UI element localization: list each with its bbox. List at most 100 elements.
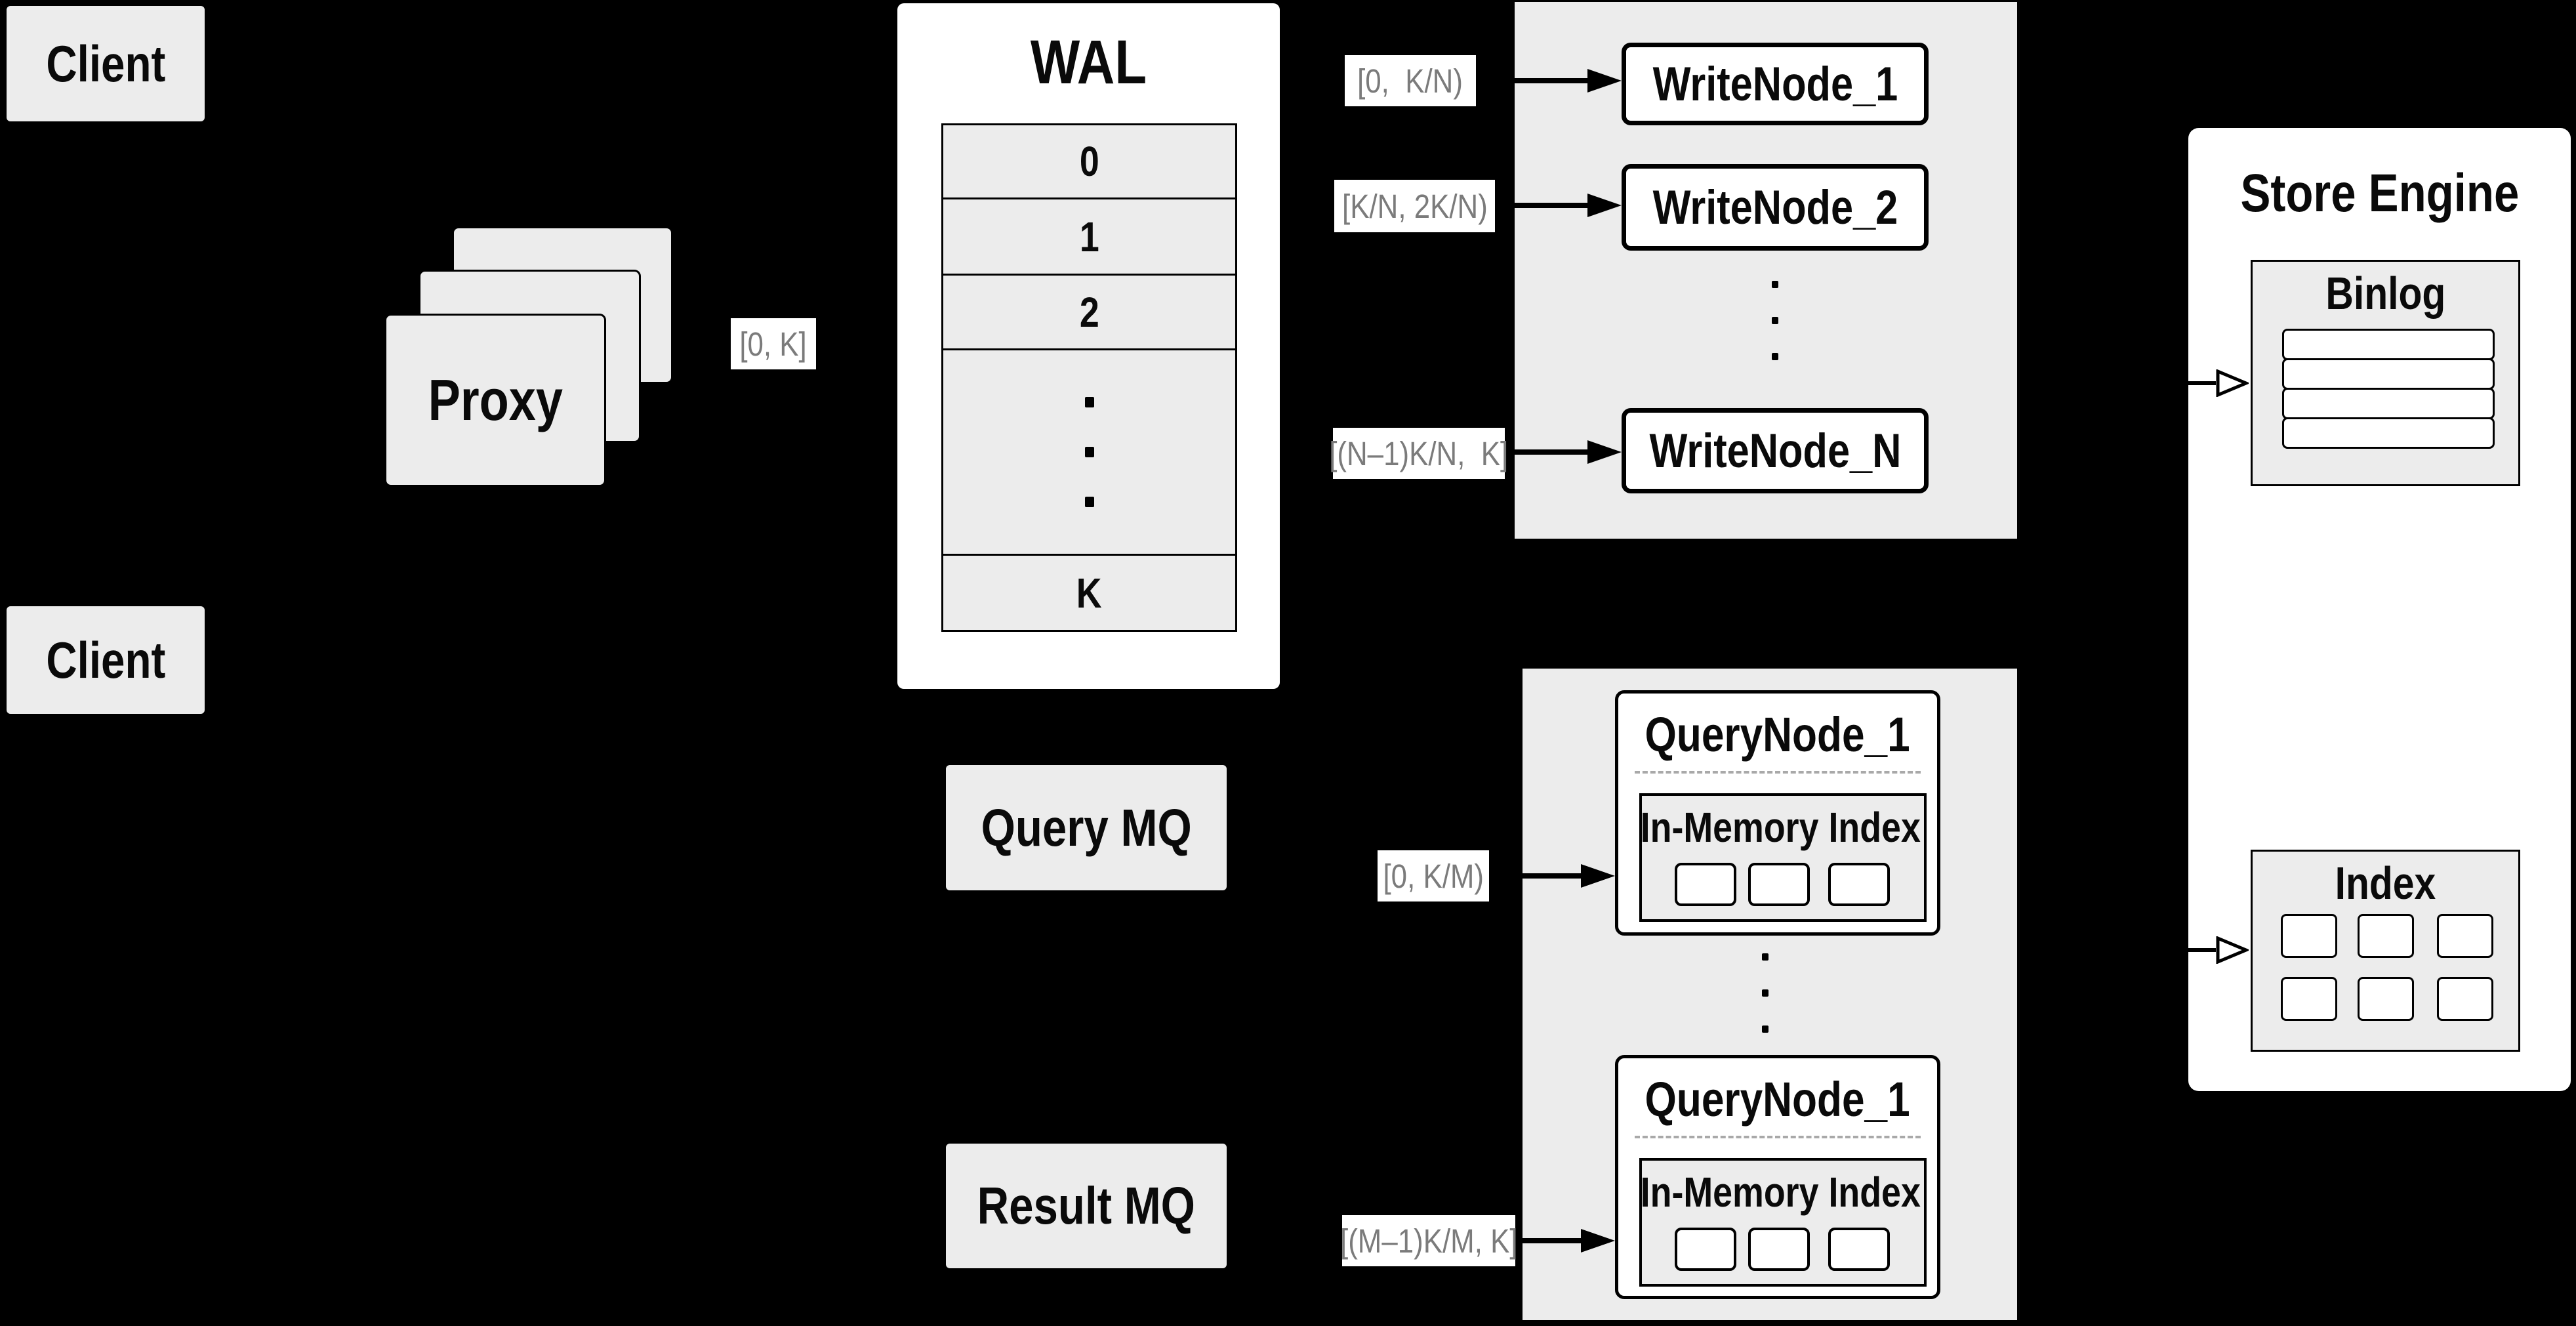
- query-node-1-box: QueryNode_1 In-Memory Index: [1615, 690, 1940, 936]
- dot-icon: [1084, 397, 1094, 407]
- wal-segment-k: K: [943, 554, 1235, 630]
- range-label-write-node-2: [K/N, 2K/N): [1334, 180, 1495, 232]
- range-label-query-node-m: [(M–1)K/M, K]: [1339, 1215, 1518, 1266]
- index-segment-cell: [2358, 977, 2414, 1021]
- dot-icon: [1772, 353, 1778, 360]
- wal-segment-1: 1: [943, 197, 1235, 274]
- proxy-label: Proxy: [428, 367, 563, 432]
- proxy-box: Proxy: [384, 314, 606, 487]
- dot-icon: [1762, 1026, 1768, 1033]
- store-engine-title: Store Engine: [2188, 154, 2571, 233]
- arrow-line-write-node-1: [1477, 78, 1587, 83]
- result-mq-label: Result MQ: [977, 1176, 1196, 1235]
- client-box-bottom: Client: [5, 605, 206, 715]
- wal-container: WAL 0 1 2 K: [897, 3, 1280, 689]
- index-segment-cell: [2281, 977, 2337, 1021]
- write-node-2-label: WriteNode_2: [1652, 180, 1898, 234]
- range-label-query-node-1: [0, K/M): [1378, 850, 1489, 901]
- index-segment-cell: [1748, 1228, 1810, 1271]
- dot-icon: [1772, 281, 1778, 288]
- wal-title: WAL: [897, 20, 1280, 105]
- wal-title-text: WAL: [1030, 27, 1147, 97]
- arrow-head-write-node-1: [1587, 69, 1622, 93]
- range-label-write-node-1: [0, K/N): [1345, 55, 1476, 106]
- query-node-m-in-memory-index: In-Memory Index: [1639, 1158, 1927, 1287]
- wal-segment-1-text: 1: [1079, 213, 1099, 260]
- arrow-head-index-hollow: [2216, 936, 2249, 964]
- binlog-row: [2282, 358, 2495, 390]
- arrow-line-query-node-m: [1517, 1238, 1581, 1243]
- index-title-text: Index: [2335, 858, 2436, 909]
- dot-icon: [1084, 447, 1094, 457]
- arrow-head-binlog-hollow: [2216, 369, 2249, 397]
- query-node-m-title: QueryNode_1: [1618, 1067, 1937, 1130]
- query-mq-label: Query MQ: [981, 798, 1192, 857]
- index-segment-cell: [1828, 1228, 1890, 1271]
- write-node-1-box: WriteNode_1: [1622, 43, 1929, 125]
- wal-segment-2: 2: [943, 274, 1235, 348]
- index-segment-cell: [2281, 914, 2337, 958]
- wal-segment-2-text: 2: [1079, 288, 1099, 336]
- wal-segment-ellipsis-cell: [943, 348, 1235, 554]
- write-node-2-box: WriteNode_2: [1622, 164, 1929, 251]
- range-label-proxy-out: [0, K]: [731, 318, 816, 369]
- index-segment-cell: [1748, 863, 1810, 906]
- binlog-box: Binlog: [2251, 260, 2520, 486]
- range-label-query-node-1-text: [0, K/M): [1383, 857, 1484, 895]
- query-mq-box: Query MQ: [946, 765, 1227, 890]
- in-memory-index-title: In-Memory Index: [1640, 798, 1921, 856]
- query-node-m-separator: [1635, 1136, 1921, 1138]
- result-mq-box: Result MQ: [946, 1144, 1227, 1268]
- arrow-head-write-node-n: [1587, 440, 1622, 464]
- in-memory-index-title-text: In-Memory Index: [1640, 804, 1921, 851]
- binlog-row: [2282, 417, 2495, 449]
- binlog-title: Binlog: [2253, 264, 2518, 322]
- arrow-head-write-node-2: [1587, 194, 1622, 217]
- index-segment-cell: [2437, 977, 2493, 1021]
- write-node-ellipsis-dots: [1772, 281, 1778, 360]
- arrow-line-binlog: [2188, 381, 2216, 385]
- binlog-title-text: Binlog: [2325, 268, 2445, 319]
- wal-segment-k-text: K: [1076, 569, 1102, 617]
- arrow-line-write-node-n: [1507, 449, 1587, 455]
- index-box: Index: [2251, 850, 2520, 1052]
- dot-icon: [1762, 953, 1768, 961]
- query-node-m-title-text: QueryNode_1: [1645, 1071, 1911, 1127]
- range-label-write-node-2-text: [K/N, 2K/N): [1341, 187, 1488, 225]
- dot-icon: [1772, 317, 1778, 324]
- range-label-write-node-1-text: [0, K/N): [1357, 62, 1463, 100]
- wal-segment-table: 0 1 2 K: [941, 123, 1237, 632]
- arrow-head-query-node-1: [1581, 864, 1615, 888]
- query-node-1-title-text: QueryNode_1: [1645, 707, 1911, 762]
- wal-ellipsis-dots: [1084, 397, 1094, 507]
- client-bottom-label: Client: [45, 631, 165, 689]
- binlog-row: [2282, 388, 2495, 419]
- store-engine-title-text: Store Engine: [2240, 163, 2519, 223]
- query-node-1-title: QueryNode_1: [1618, 703, 1937, 766]
- arrow-line-write-node-2: [1497, 203, 1587, 208]
- binlog-row: [2282, 329, 2495, 360]
- query-node-ellipsis-dots: [1762, 953, 1768, 1033]
- dot-icon: [1084, 497, 1094, 507]
- in-memory-index-title-text: In-Memory Index: [1640, 1169, 1921, 1216]
- range-label-write-node-n: [(N–1)K/N, K]: [1330, 428, 1508, 479]
- index-title: Index: [2253, 854, 2518, 912]
- binlog-rows: [2282, 329, 2495, 449]
- range-label-write-node-n-text: [(N–1)K/N, K]: [1329, 434, 1509, 472]
- arrow-line-query-node-1: [1491, 873, 1581, 879]
- index-segment-cell: [1675, 863, 1736, 906]
- query-node-m-box: QueryNode_1 In-Memory Index: [1615, 1055, 1940, 1299]
- dot-icon: [1762, 989, 1768, 997]
- index-segment-cell: [1675, 1228, 1736, 1271]
- wal-segment-0-text: 0: [1079, 138, 1099, 185]
- client-box-top: Client: [5, 5, 206, 123]
- index-segment-cell: [2437, 914, 2493, 958]
- query-node-1-separator: [1635, 771, 1921, 774]
- query-node-1-in-memory-index: In-Memory Index: [1639, 793, 1927, 922]
- in-memory-index-title: In-Memory Index: [1640, 1163, 1921, 1221]
- write-node-n-label: WriteNode_N: [1649, 424, 1901, 478]
- arrow-head-query-node-m: [1581, 1229, 1615, 1253]
- range-label-query-node-m-text: [(M–1)K/M, K]: [1339, 1222, 1518, 1260]
- client-top-label: Client: [45, 34, 165, 93]
